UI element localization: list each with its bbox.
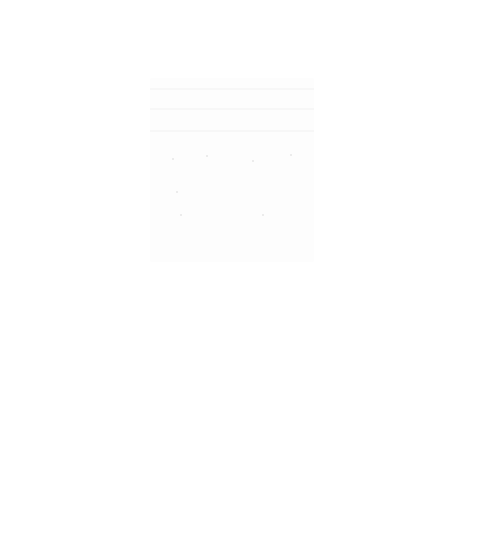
faint-mark-1 (172, 158, 174, 160)
faint-mark-5 (176, 191, 178, 193)
faint-mark-3 (252, 160, 254, 162)
faint-mark-7 (262, 214, 264, 216)
faded-line-2 (150, 108, 314, 110)
faint-mark-6 (180, 214, 182, 216)
faint-mark-4 (290, 154, 292, 156)
faded-line-1 (150, 88, 314, 90)
faint-mark-2 (206, 155, 208, 157)
faded-placeholder-panel (150, 78, 314, 262)
faded-line-3 (150, 130, 314, 132)
